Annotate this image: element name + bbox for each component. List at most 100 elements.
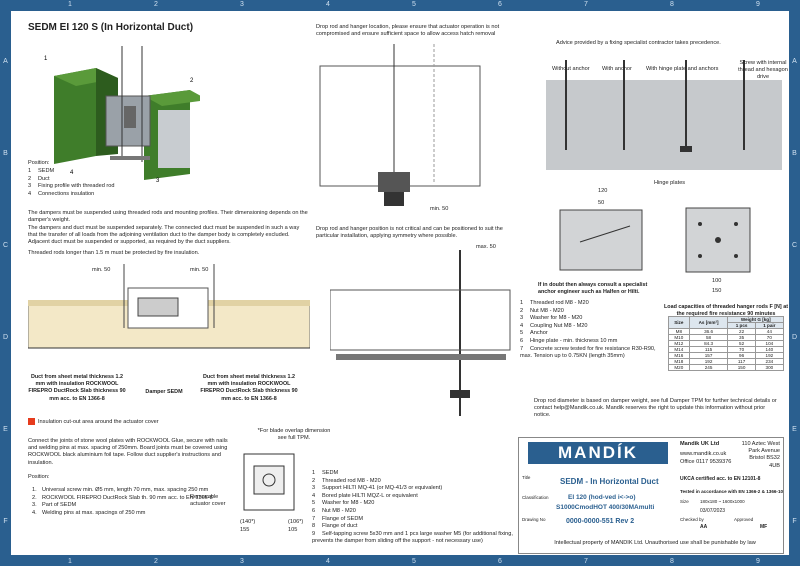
drop-rod-diameter-note: Drop rod diameter is based on damper wei… <box>534 398 777 419</box>
dim-140: (140*) <box>240 519 256 525</box>
ukca-note: UKCA certified acc. to EN 12101-8 <box>680 476 761 482</box>
company-web: www.mandik.co.uk <box>680 451 727 457</box>
legend-number: 3. <box>32 502 37 509</box>
dim-min50-center: min. 50 <box>430 206 449 212</box>
legend-text: Support HILTI MQ-41 (or MQ-41/3 or equiv… <box>322 485 443 492</box>
classification-label: Classification <box>522 495 549 500</box>
legend-number: 1 <box>520 300 524 306</box>
drop-rod-location-text: Drop rod and hanger location, please ens… <box>316 24 500 38</box>
column-number: 6 <box>498 558 502 565</box>
approved-label: Approved <box>734 517 754 522</box>
paragraph-suspension: The dampers must be suspended using thre… <box>28 210 308 224</box>
legend-item: 8 Flange of duct <box>312 523 514 531</box>
legend-item: 1 Threaded rod M8 - M20 <box>520 300 660 308</box>
row-letter: C <box>2 242 9 249</box>
approved-value: MF <box>760 524 768 530</box>
mandik-logo: MANDÍK <box>528 442 668 464</box>
table-cell: M20 <box>668 364 690 371</box>
advice-note: Advice provided by a fixing specialist c… <box>556 40 721 46</box>
anchor-label-screw: Screw with internal thread and hexagon d… <box>738 60 788 81</box>
paragraph-separate: The dampers and duct must be suspended s… <box>28 225 300 246</box>
tested-note: Tested in accordance with EN 1366-2 & 13… <box>680 489 784 494</box>
svg-text:4: 4 <box>70 170 74 176</box>
title-label: Title <box>522 475 531 480</box>
row-letter: F <box>792 518 797 525</box>
column-number: 1 <box>68 558 72 565</box>
paragraph-rod-insulation: Threaded rods longer than 1.5 m must be … <box>28 250 200 256</box>
date-value: 03/07/2023 <box>700 508 726 514</box>
dim-hinge-120: 120 <box>598 188 608 194</box>
dim-hinge-150: 150 <box>712 288 722 294</box>
legend-text: Duct <box>38 175 50 182</box>
dim-155: 155 <box>240 527 250 533</box>
dim-min50-right: min. 50 <box>190 267 209 273</box>
dim-105: 105 <box>288 527 298 533</box>
hanger-elevation-drawing <box>319 44 481 206</box>
drawing-number: 0000-0000-551 Rev 2 <box>566 518 635 525</box>
legend-text: Coupling Nut M8 - M20 <box>530 322 588 329</box>
size-label: Size <box>680 499 689 504</box>
legend-number: 9 <box>312 530 316 537</box>
legend-text: SEDM <box>322 470 339 476</box>
legend-number: 5 <box>520 330 524 337</box>
column-number: 6 <box>498 1 502 8</box>
classification-line-2: S1000CmodHOT 400/30MAmulti <box>556 504 655 511</box>
row-letter: B <box>792 150 797 157</box>
legend-text: Flange of duct <box>322 523 358 530</box>
dim-hinge-100: 100 <box>712 278 722 284</box>
legend-item: 5 Anchor <box>520 330 660 338</box>
consult-note: If in doubt then always consult a specia… <box>538 282 648 296</box>
table-cell: 150 <box>727 364 756 371</box>
legend-number: 3 <box>312 485 316 492</box>
legend-text: Welding pins at max. spacings of 250 mm <box>42 509 146 516</box>
duct-section-drawing <box>28 264 310 349</box>
note-duct-right: Duct from sheet metal thickness 1.2 mm w… <box>200 374 298 402</box>
svg-text:2: 2 <box>190 78 194 84</box>
row-letter: E <box>792 426 797 433</box>
classification-line-1: EI 120 (hod-ved i<->o) <box>568 494 636 501</box>
frame-left <box>0 0 11 566</box>
position-label: Position: <box>28 160 50 166</box>
support-detail-drawing <box>330 250 511 416</box>
row-letter: E <box>3 426 8 433</box>
legend-number: 5 <box>312 500 316 507</box>
legend-text: Concrete screw tested for fire resistanc… <box>520 345 656 360</box>
legend-number: 6 <box>520 337 524 344</box>
legend-number: 1 <box>28 168 32 174</box>
dim-hinge-50: 50 <box>598 200 605 206</box>
hinge-plates-title: Hinge plates <box>654 180 686 186</box>
legend-item: 2.ROCKWOOL FIREPRO DuctRock Slab th. 90 … <box>32 495 232 503</box>
legend-number: 3 <box>520 315 524 322</box>
legend-text: SEDM <box>38 168 55 174</box>
legend-text: Nut M8 - M20 <box>530 307 564 314</box>
legend-item: 1 SEDM <box>28 168 115 176</box>
column-number: 2 <box>154 558 158 565</box>
row-letter: D <box>791 334 798 341</box>
column-number: 9 <box>756 558 760 565</box>
frame-bottom <box>0 555 800 566</box>
legend-number: 7 <box>520 345 524 352</box>
anchor-label-hinge: With hinge plate and anchors <box>646 66 719 72</box>
legend-text: Washer for M8 - M20 <box>322 500 375 507</box>
legend-text: Threaded rod M8 - M20 <box>530 300 589 306</box>
anchor-label-with: With anchor <box>602 66 632 72</box>
legend-text: Anchor <box>530 330 548 337</box>
drop-rod-position-text: Drop rod and hanger position is not crit… <box>316 226 503 240</box>
insulation-note: Insulation cut-out area around the actua… <box>28 418 159 426</box>
column-number: 4 <box>326 558 330 565</box>
intellectual-property-note: Intellectual property of MANDIK Ltd. Una… <box>554 540 756 546</box>
frame-top <box>0 0 800 11</box>
column-number: 8 <box>670 1 674 8</box>
drawing-number-label: Drawing No <box>522 517 546 522</box>
legend-number: 8 <box>312 523 316 530</box>
